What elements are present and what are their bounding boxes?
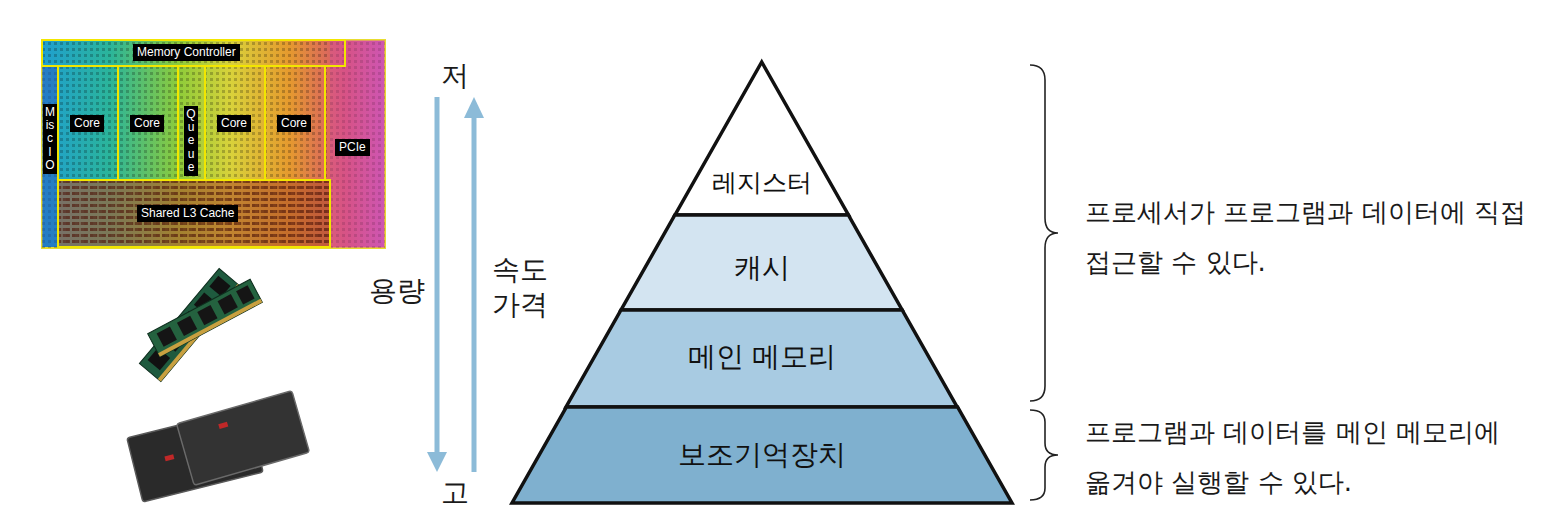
ram-chip [197,305,217,325]
die-part-name: Core [130,115,164,132]
die-part-name: Core [277,115,311,132]
die-part-name: Misc IO [43,104,57,174]
ssd-drive [177,391,310,486]
ram-modules [139,269,262,382]
ram-chip [157,326,177,346]
cache-texture [58,180,330,247]
ram-stick [148,279,263,356]
ram-chip [236,285,255,304]
core-outline [58,66,118,180]
speed-arrow-head [464,97,484,118]
axis-label: 속도 가격 [488,252,552,322]
ram-board [148,279,263,356]
die-part-name: Memory Controller [133,44,240,61]
ssd-logo [164,454,174,461]
queue-outline [178,66,205,180]
curly-brace [1030,410,1058,500]
band-shape [621,215,902,310]
ram-board [139,269,240,382]
die-part-name: Shared L3 Cache [137,205,238,222]
pyramid-band: 캐시 [621,215,902,310]
pyramid-band: 보조기억장치 [512,407,1012,503]
memory-controller-outline [42,40,345,66]
core-outline [265,66,325,180]
die-part-name: Queue [184,106,198,176]
scale-end-label: 고 [441,475,469,510]
die-part-name: Core [70,115,104,132]
brackets [1030,65,1058,500]
ram-chip [177,316,197,336]
band-label: 보조기억장치 [512,438,1012,472]
pyramid-band: 레지스터 [675,62,848,215]
die-part-name: PCIe [335,139,370,156]
ram-contacts [158,299,262,357]
speed-arrow-shaft [472,115,477,472]
die-body [42,40,385,248]
ssd-logo [218,422,228,429]
description-note: 프로그램과 데이터를 메인 메모리에 옮겨야 실행할 수 있다. [1085,407,1535,507]
band-shape [512,407,1012,503]
cpu-die [42,40,385,248]
ssd-case [177,391,310,486]
axis-label: 용량 [365,273,429,308]
ram-stick [139,269,240,382]
core-outline [205,66,265,180]
band-shape [675,62,848,215]
die-texture [42,40,385,248]
capacity-arrow-head [427,452,447,472]
ssd-drives [127,391,310,502]
core-outline [118,66,178,180]
pcie-region [330,40,385,248]
curly-brace [1030,65,1058,401]
die-outlines [42,40,345,247]
band-label: 메인 메모리 [566,340,957,374]
description-note: 프로세서가 프로그램과 데이터에 직접 접근할 수 있다. [1085,187,1535,287]
cache-outline [58,180,330,247]
band-label: 레지스터 [675,166,848,200]
scale-end-label: 저 [441,58,469,93]
pyramid-band: 메인 메모리 [566,310,957,407]
cache-region [58,180,330,247]
capacity-arrow-shaft [435,97,440,455]
ram-chip [218,294,238,314]
band-shape [566,310,957,407]
band-label: 캐시 [621,251,902,285]
scale-arrows [427,97,484,472]
die-part-name: Core [217,115,251,132]
misc-io-region [42,66,58,247]
